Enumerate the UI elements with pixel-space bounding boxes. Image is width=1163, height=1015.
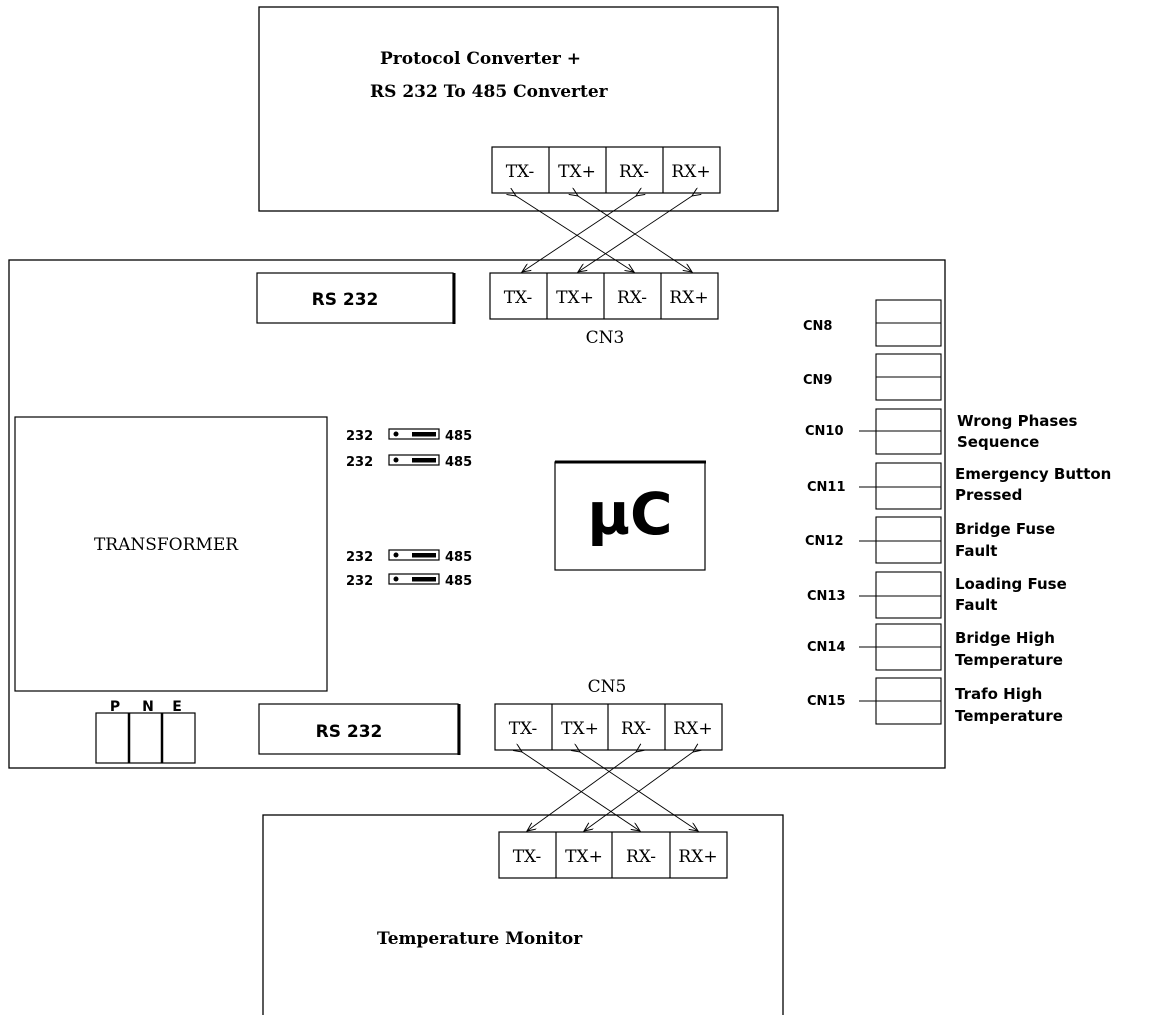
cn5-terminal-rx-plus: RX+ [673,719,712,739]
rs232-top-label: RS 232 [312,290,379,310]
cn11-desc-line1: Emergency Button [955,465,1111,483]
cn12-desc-line2: Fault [955,542,997,560]
protocol-converter-title-line1: Protocol Converter + [380,49,581,69]
pc-terminal-tx-plus: TX+ [558,162,596,182]
cn12-desc-line1: Bridge Fuse [955,520,1055,538]
cn3-terminal-tx-plus: TX+ [556,288,594,308]
connector-cn12: CN12 Bridge Fuse Fault [805,516,1055,564]
cn3-terminal-tx-minus: TX- [504,288,533,308]
temperature-monitor-box: TX- TX+ RX- RX+ Temperature Monitor [262,814,784,1015]
cn14-label: CN14 [807,640,846,655]
cn3-terminal-rx-minus: RX- [617,288,647,308]
power-terminal-block: P N E [95,699,196,764]
jumper-4-left-label: 232 [346,574,373,589]
cn3-terminal-block: TX- TX+ RX- RX+ CN3 [489,272,719,348]
jumper-4: 232 485 [346,573,472,589]
power-terminal-e: E [172,699,182,715]
cn13-desc-line1: Loading Fuse [955,575,1067,593]
transformer-label: TRANSFORMER [94,535,239,555]
pc-terminal-tx-minus: TX- [506,162,535,182]
tm-terminal-rx-plus: RX+ [678,847,717,867]
jumper-2-left-label: 232 [346,455,373,470]
rs232-top-port: RS 232 [256,272,456,324]
tm-terminal-tx-minus: TX- [513,847,542,867]
connector-cn15: CN15 Trafo High Temperature [807,677,1063,725]
cn5-label: CN5 [588,677,627,697]
connector-cn11: CN11 Emergency Button Pressed [807,462,1111,510]
power-terminal-n: N [142,699,154,715]
cn9-label: CN9 [803,373,832,388]
jumper-3-right-label: 485 [445,550,472,565]
temperature-monitor-title: Temperature Monitor [377,929,583,949]
cn5-terminal-tx-plus: TX+ [561,719,599,739]
cn10-desc-line2: Sequence [957,433,1039,451]
jumper-1: 232 485 [346,428,472,444]
power-terminal-p: P [110,699,120,715]
pc-terminal-rx-plus: RX+ [671,162,710,182]
cn5-terminal-rx-minus: RX- [621,719,651,739]
pc-terminal-rx-minus: RX- [619,162,649,182]
cn10-desc-line1: Wrong Phases [957,412,1078,430]
jumper-3: 232 485 [346,549,472,565]
cn11-label: CN11 [807,480,846,495]
jumper-3-left-label: 232 [346,550,373,565]
connector-cn10: CN10 Wrong Phases Sequence [805,408,1078,455]
top-crossover-wires [516,196,692,272]
cn13-label: CN13 [807,589,846,604]
cn12-label: CN12 [805,534,844,549]
cn3-label: CN3 [586,328,625,348]
protocol-converter-title-line2: RS 232 To 485 Converter [370,82,609,102]
connector-cn8: CN8 [803,299,942,347]
cn8-label: CN8 [803,319,832,334]
cn14-desc-line1: Bridge High [955,629,1055,647]
cn14-desc-line2: Temperature [955,651,1063,669]
temperature-monitor-terminal-block: TX- TX+ RX- RX+ [498,831,728,879]
cn15-label: CN15 [807,694,846,709]
jumper-2: 232 485 [346,454,472,470]
cn13-desc-line2: Fault [955,596,997,614]
protocol-converter-terminal-block: TX- TX+ RX- RX+ [491,146,721,194]
cn11-desc-line2: Pressed [955,486,1022,504]
tm-terminal-tx-plus: TX+ [565,847,603,867]
cn15-desc-line1: Trafo High [955,685,1042,703]
cn15-desc-line2: Temperature [955,707,1063,725]
rs232-bottom-label: RS 232 [316,722,383,742]
rs232-bottom-port: RS 232 [258,703,461,755]
jumper-2-right-label: 485 [445,455,472,470]
jumper-1-right-label: 485 [445,429,472,444]
tm-terminal-rx-minus: RX- [626,847,656,867]
bottom-crossover-wires [522,752,698,831]
jumper-1-left-label: 232 [346,429,373,444]
cn10-label: CN10 [805,424,844,439]
jumper-4-right-label: 485 [445,574,472,589]
main-board: RS 232 TX- TX+ RX- RX+ CN3 TRANSFORMER 2… [8,259,1111,769]
cn5-terminal-tx-minus: TX- [509,719,538,739]
protocol-converter-box: Protocol Converter + RS 232 To 485 Conve… [258,6,779,212]
transformer-block: TRANSFORMER [14,416,328,692]
cn3-terminal-rx-plus: RX+ [669,288,708,308]
cn5-terminal-block: CN5 TX- TX+ RX- RX+ [494,677,723,751]
connector-cn14: CN14 Bridge High Temperature [807,623,1063,671]
microcontroller-chip: µC [554,460,706,571]
connector-cn13: CN13 Loading Fuse Fault [807,571,1067,619]
microcontroller-label: µC [587,480,672,548]
connector-cn9: CN9 [803,353,942,401]
